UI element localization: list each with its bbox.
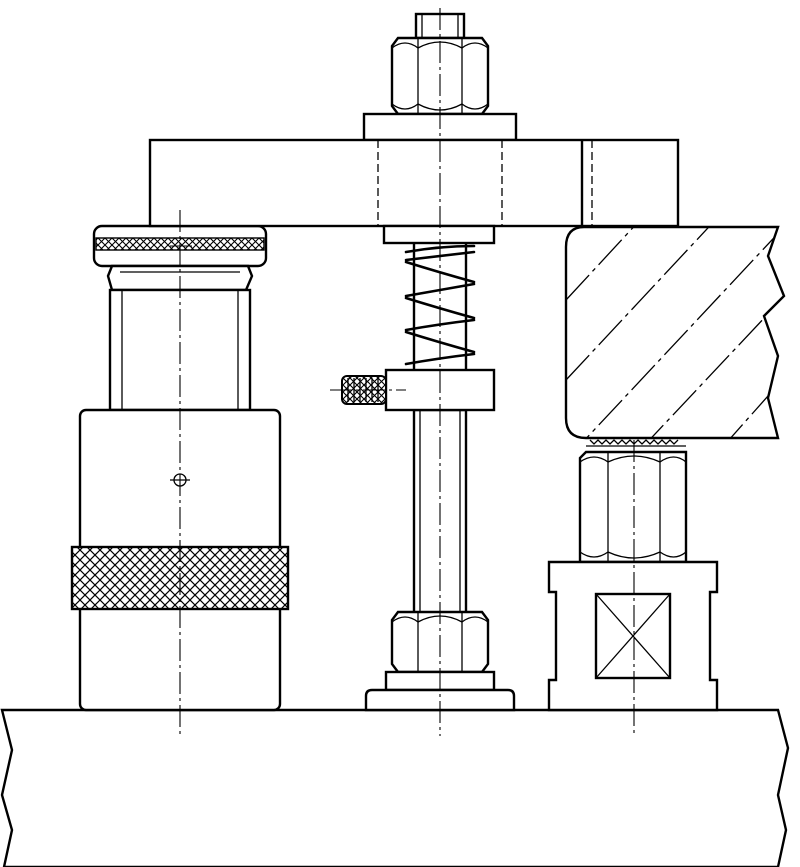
center-lines xyxy=(170,8,635,736)
workpiece-section xyxy=(564,225,786,447)
support-hex-spacer xyxy=(578,450,688,564)
clamp-bar xyxy=(148,138,680,228)
base-plate xyxy=(0,708,790,867)
support-block xyxy=(547,560,719,712)
spring-seat xyxy=(382,224,496,245)
